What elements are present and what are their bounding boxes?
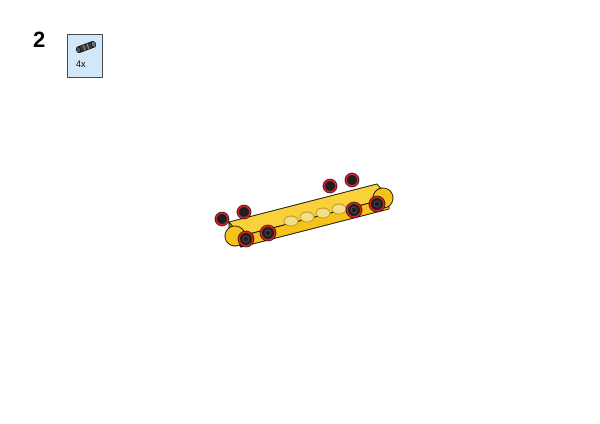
step-number: 2 xyxy=(33,27,46,52)
pin-front-3 xyxy=(345,201,363,219)
pin-top-right-1 xyxy=(322,178,338,194)
pin-front-1 xyxy=(237,230,255,248)
pin-front-4 xyxy=(368,195,386,213)
beam-holes xyxy=(283,203,347,227)
pin-top-left-2 xyxy=(236,204,252,220)
pin-top-right-2 xyxy=(344,172,360,188)
pin-top-left-1 xyxy=(214,211,230,227)
pin-front-2 xyxy=(259,224,277,242)
part-quantity: 4x xyxy=(76,59,86,69)
parts-callout: 4x xyxy=(67,34,103,78)
connector-pin-icon xyxy=(76,41,96,53)
